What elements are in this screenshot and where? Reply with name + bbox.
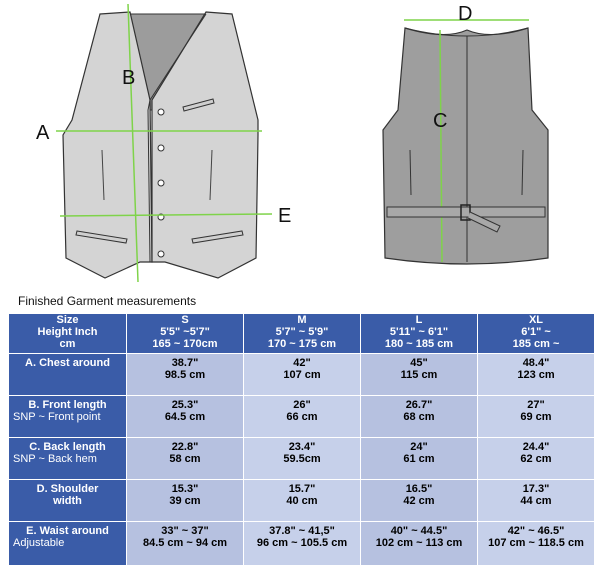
table-cell: 27"69 cm <box>477 395 595 438</box>
table-cell: 24.4"62 cm <box>477 437 595 480</box>
table-cell: 25.3"64.5 cm <box>126 395 244 438</box>
label-e: E <box>278 205 291 227</box>
table-header-row: Size Height Inch cm S 5'5" ~5'7" 165 ~ 1… <box>8 313 595 354</box>
label-d: D <box>458 3 472 25</box>
label-c: C <box>433 110 447 132</box>
table-cell: 24"61 cm <box>360 437 478 480</box>
label-b: B <box>122 67 135 89</box>
table-cell: 15.7"40 cm <box>243 479 361 522</box>
table-cell: 17.3"44 cm <box>477 479 595 522</box>
vest-diagram: A B E C D <box>36 3 549 283</box>
vest-front: A B E <box>36 3 291 283</box>
table-cell: 42"107 cm <box>243 353 361 396</box>
table-cell: 23.4"59.5cm <box>243 437 361 480</box>
table-row: A. Chest around 38.7"98.5 cm 42"107 cm 4… <box>8 353 595 396</box>
table-cell: 45"115 cm <box>360 353 478 396</box>
header-label: Size Height Inch cm <box>8 313 127 354</box>
header-size-m: M 5'7" ~ 5'9" 170 ~ 175 cm <box>243 313 361 354</box>
header-size-l: L 5'11" ~ 6'1" 180 ~ 185 cm <box>360 313 478 354</box>
row-label: A. Chest around <box>8 353 127 396</box>
table-cell: 15.3"39 cm <box>126 479 244 522</box>
header-size-xl: XL 6'1" ~ 185 cm ~ <box>477 313 595 354</box>
size-table: Size Height Inch cm S 5'5" ~5'7" 165 ~ 1… <box>8 313 595 566</box>
table-cell: 38.7"98.5 cm <box>126 353 244 396</box>
table-cell: 26.7"68 cm <box>360 395 478 438</box>
table-cell: 26"66 cm <box>243 395 361 438</box>
table-caption: Finished Garment measurements <box>18 294 197 308</box>
table-cell: 22.8"58 cm <box>126 437 244 480</box>
table-cell: 48.4"123 cm <box>477 353 595 396</box>
table-cell: 16.5"42 cm <box>360 479 478 522</box>
label-a: A <box>36 122 50 144</box>
header-size-s: S 5'5" ~5'7" 165 ~ 170cm <box>126 313 244 354</box>
vest-back: C D <box>382 3 549 265</box>
